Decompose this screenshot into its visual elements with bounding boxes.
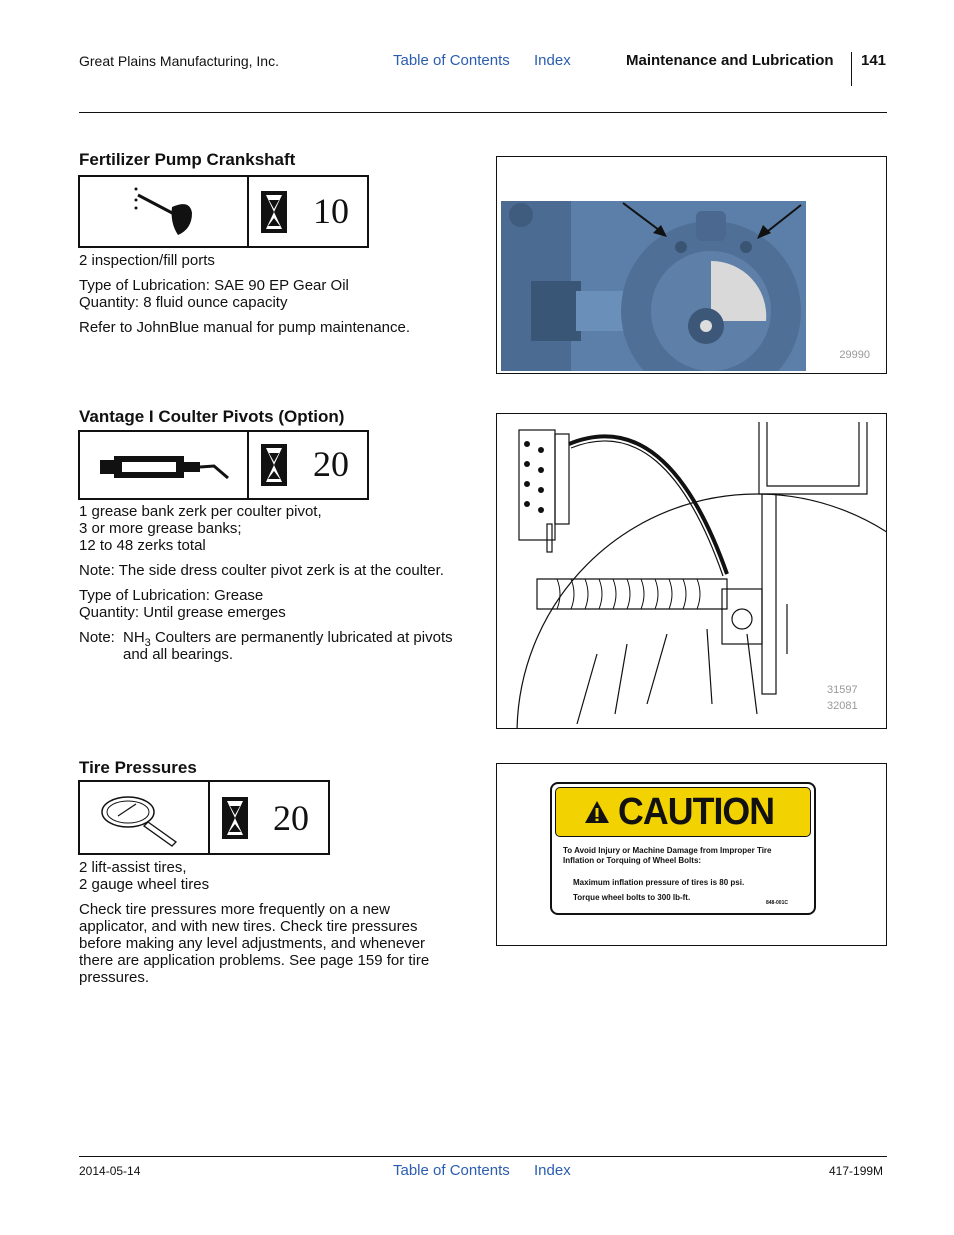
pump-photo xyxy=(501,201,806,371)
footer-index-link[interactable]: Index xyxy=(534,1162,571,1179)
company-name: Great Plains Manufacturing, Inc. xyxy=(79,53,279,69)
caution-lead: To Avoid Injury or Machine Damage from I… xyxy=(563,846,772,865)
hourglass-icon xyxy=(222,797,248,839)
figure-number: 29990 xyxy=(839,349,870,361)
text-line: 12 to 48 zerks total xyxy=(79,537,206,554)
caution-figure: CAUTION To Avoid Injury or Machine Damag… xyxy=(496,763,887,946)
page-number: 141 xyxy=(861,52,887,69)
text-line: there are application problems. See page… xyxy=(79,952,430,969)
grease-gun-icon xyxy=(80,432,249,498)
footer-rule xyxy=(79,1156,887,1157)
footer-doc-number: 417-199M xyxy=(829,1164,884,1178)
warning-triangle-icon xyxy=(585,801,609,823)
text-line: 2 lift-assist tires, xyxy=(79,859,187,876)
index-link[interactable]: Index xyxy=(534,52,571,69)
toc-link[interactable]: Table of Contents xyxy=(393,52,510,69)
interval-hours: 20 xyxy=(273,798,309,838)
header-rule xyxy=(79,112,887,113)
text-line: and all bearings. xyxy=(123,646,234,663)
caution-line: Torque wheel bolts to 300 lb-ft. xyxy=(573,893,691,902)
text-line: Type of Lubrication: Grease xyxy=(79,587,264,604)
figure-number: 32081 xyxy=(827,700,858,712)
pump-figure: 29990 xyxy=(496,156,887,374)
text-line: 1 grease bank zerk per coulter pivot, xyxy=(79,503,322,520)
section-heading-coulter: Vantage I Coulter Pivots (Option) xyxy=(79,407,345,426)
note-text: NH3 Coulters are permanently lubricated … xyxy=(123,629,453,649)
text-line: applicator, and with new tires. Check ti… xyxy=(79,918,418,935)
figure-number: 31597 xyxy=(827,684,858,696)
text-line: Check tire pressures more frequently on … xyxy=(79,901,390,918)
section-heading-pump: Fertilizer Pump Crankshaft xyxy=(79,150,296,169)
text-line: 2 inspection/fill ports xyxy=(79,252,215,269)
coulter-figure: 31597 32081 xyxy=(496,413,887,729)
interval-hours: 10 xyxy=(313,191,349,231)
footer-toc-link[interactable]: Table of Contents xyxy=(393,1162,510,1179)
text-line: before making any level adjustments, and… xyxy=(79,935,426,952)
text-line: Quantity: 8 fluid ounce capacity xyxy=(79,294,288,311)
caution-decal: CAUTION To Avoid Injury or Machine Damag… xyxy=(550,782,816,915)
section-heading-tires: Tire Pressures xyxy=(79,758,197,777)
interval-hours: 20 xyxy=(313,444,349,484)
caution-line: Maximum inflation pressure of tires is 8… xyxy=(573,878,745,887)
header-divider xyxy=(851,52,852,86)
interval-box-tires: 20 xyxy=(78,780,330,855)
note-label: Note: xyxy=(79,629,115,646)
section-title: Maintenance and Lubrication xyxy=(626,52,834,69)
coulter-drawing xyxy=(516,422,886,728)
tire-gauge-icon xyxy=(80,782,210,853)
text-line: Note: The side dress coulter pivot zerk … xyxy=(79,562,444,579)
text-line: Quantity: Until grease emerges xyxy=(79,604,286,621)
caution-banner: CAUTION xyxy=(555,787,811,837)
text-line: 2 gauge wheel tires xyxy=(79,876,210,893)
text-line: pressures. xyxy=(79,969,150,986)
oil-can-icon xyxy=(80,177,249,246)
interval-box-pump: 10 xyxy=(78,175,369,248)
decal-code: 848-001C xyxy=(766,900,788,906)
hourglass-icon xyxy=(261,191,287,233)
footer-date: 2014-05-14 xyxy=(79,1164,141,1178)
arrow-icons xyxy=(622,202,802,239)
text-line: 3 or more grease banks; xyxy=(79,520,242,537)
hourglass-icon xyxy=(261,444,287,486)
text-line: Type of Lubrication: SAE 90 EP Gear Oil xyxy=(79,277,349,294)
interval-box-coulter: 20 xyxy=(78,430,369,500)
caution-title: CAUTION xyxy=(618,791,775,833)
text-line: Refer to JohnBlue manual for pump mainte… xyxy=(79,319,411,336)
